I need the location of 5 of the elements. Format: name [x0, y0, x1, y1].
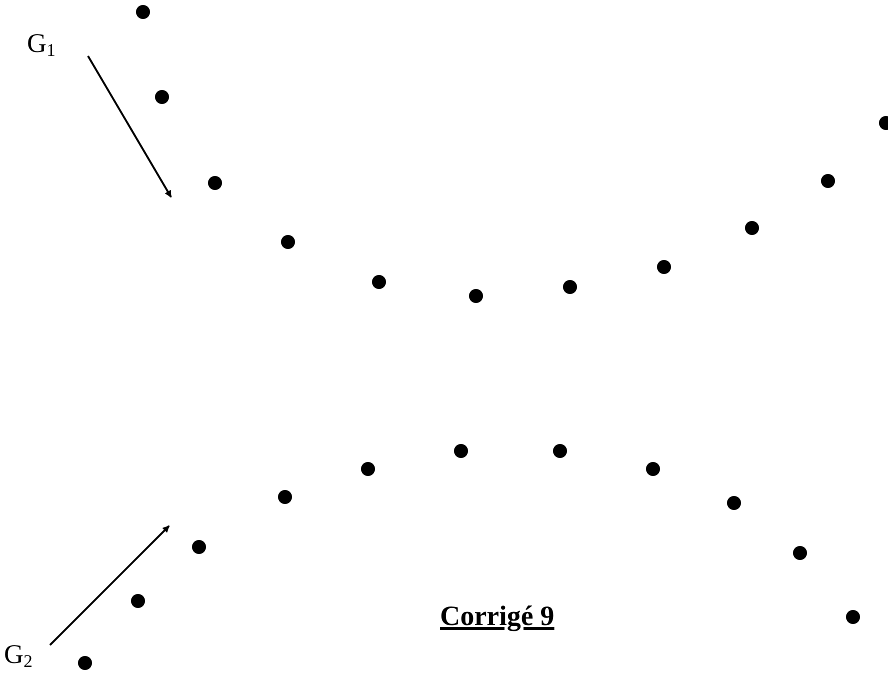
leader-arrow	[87, 56, 172, 198]
curve-label: G$_{2}$	[4, 641, 32, 670]
curve-label: G$_{1}$	[27, 30, 56, 59]
leader-arrow	[49, 525, 170, 646]
heading: Corrigé 9	[440, 603, 554, 631]
